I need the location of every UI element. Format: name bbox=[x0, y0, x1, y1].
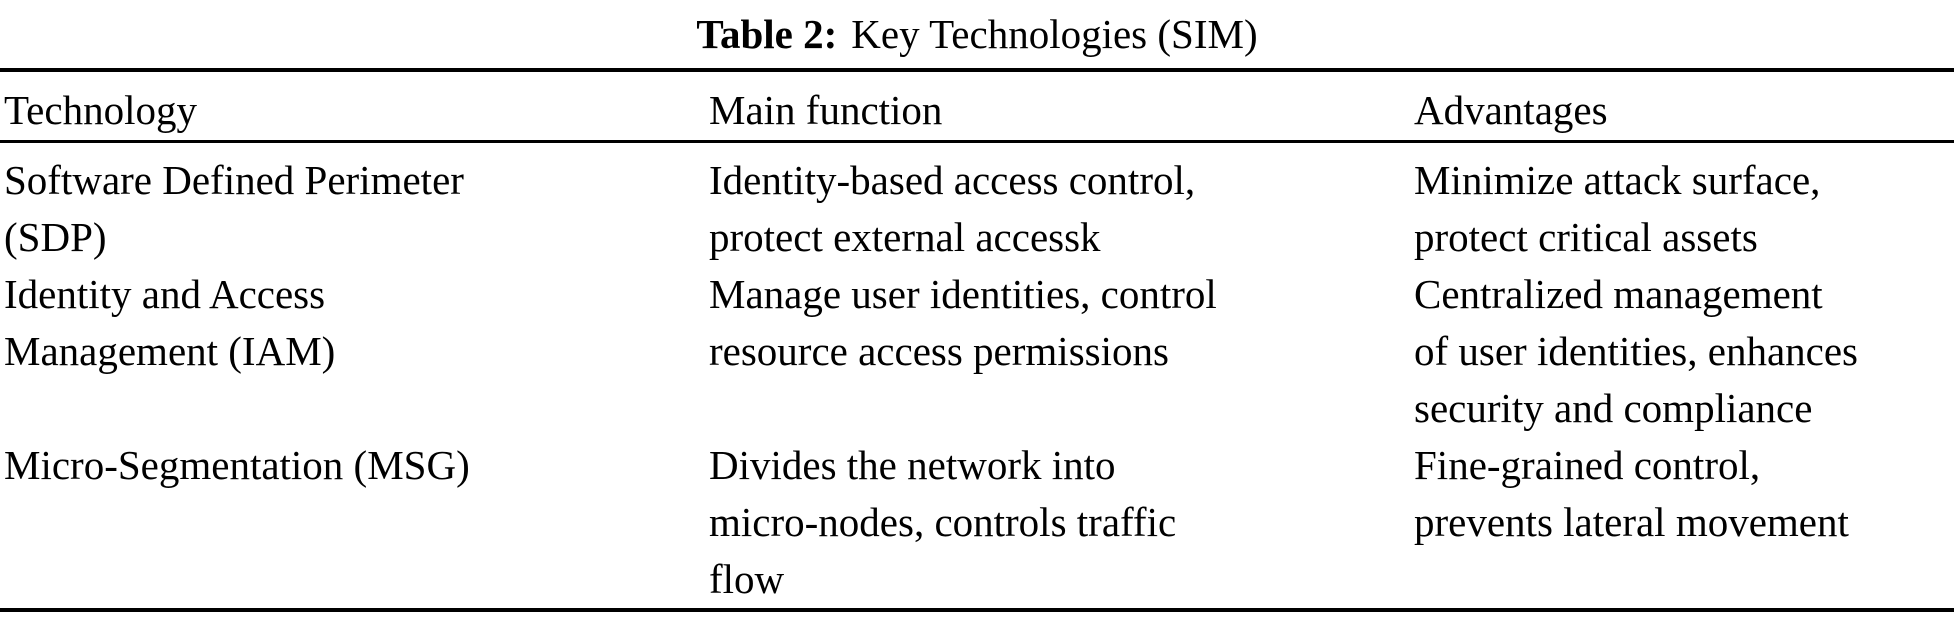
cell-technology-iam: Identity and Access Management (IAM) bbox=[0, 266, 705, 437]
cell-line: Fine-grained control, bbox=[1414, 442, 1761, 488]
column-header-technology: Technology bbox=[4, 87, 197, 133]
cell-line: protect critical assets bbox=[1414, 214, 1758, 260]
table-body: Software Defined Perimeter (SDP) Identit… bbox=[0, 143, 1954, 608]
cell-line: Minimize attack surface, bbox=[1414, 157, 1821, 203]
cell-line: Software Defined Perimeter bbox=[4, 157, 464, 203]
cell-line: Management (IAM) bbox=[4, 328, 336, 374]
cell-line: protect external accessk bbox=[709, 214, 1101, 260]
table-row: Software Defined Perimeter (SDP) Identit… bbox=[0, 152, 1954, 266]
cell-line: micro-nodes, controls traffic bbox=[709, 499, 1177, 545]
column-header-main-function: Main function bbox=[709, 87, 943, 133]
cell-technology-msg: Micro-Segmentation (MSG) bbox=[0, 437, 705, 608]
cell-line: flow bbox=[709, 556, 785, 602]
table-caption: Table 2: Key Technologies (SIM) bbox=[0, 0, 1954, 68]
cell-advantages-iam: Centralized management of user identitie… bbox=[1410, 266, 1954, 437]
table-header-row: Technology Main function Advantages bbox=[0, 72, 1954, 143]
key-technologies-table: Technology Main function Advantages Soft… bbox=[0, 68, 1954, 612]
cell-line: Identity-based access control, bbox=[709, 157, 1196, 203]
table-caption-label: Table 2: bbox=[696, 11, 838, 57]
cell-line: Identity and Access bbox=[4, 271, 326, 317]
cell-line: prevents lateral movement bbox=[1414, 499, 1849, 545]
cell-line: (SDP) bbox=[4, 214, 107, 260]
cell-line: security and compliance bbox=[1414, 385, 1813, 431]
column-header-advantages: Advantages bbox=[1414, 87, 1608, 133]
table-row: Micro-Segmentation (MSG) Divides the net… bbox=[0, 437, 1954, 608]
cell-line: Micro-Segmentation (MSG) bbox=[4, 442, 470, 488]
cell-line: of user identities, enhances bbox=[1414, 328, 1859, 374]
cell-main-function-iam: Manage user identities, control resource… bbox=[705, 266, 1410, 437]
cell-technology-sdp: Software Defined Perimeter (SDP) bbox=[0, 152, 705, 266]
cell-line: Centralized management bbox=[1414, 271, 1823, 317]
cell-advantages-msg: Fine-grained control, prevents lateral m… bbox=[1410, 437, 1954, 608]
cell-advantages-sdp: Minimize attack surface, protect critica… bbox=[1410, 152, 1954, 266]
table-caption-text: Key Technologies (SIM) bbox=[851, 11, 1258, 57]
table-row: Identity and Access Management (IAM) Man… bbox=[0, 266, 1954, 437]
cell-line: Divides the network into bbox=[709, 442, 1116, 488]
cell-line: Manage user identities, control bbox=[709, 271, 1217, 317]
cell-line: resource access permissions bbox=[709, 328, 1169, 374]
cell-main-function-msg: Divides the network into micro-nodes, co… bbox=[705, 437, 1410, 608]
cell-main-function-sdp: Identity-based access control, protect e… bbox=[705, 152, 1410, 266]
